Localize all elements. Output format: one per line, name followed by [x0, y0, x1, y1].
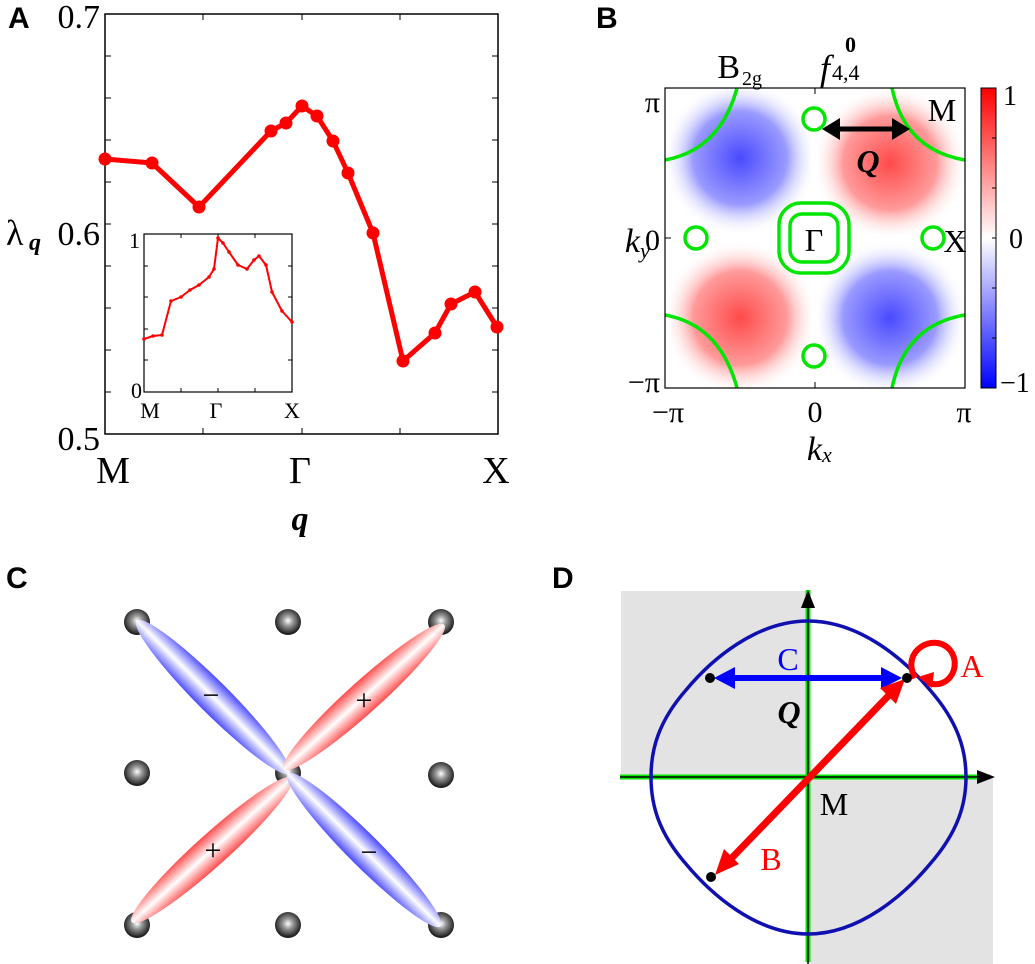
x-axis-label-sub: x [821, 442, 832, 467]
label-b: B [760, 841, 781, 877]
label-q: Q [777, 694, 800, 730]
main-series [98, 99, 504, 368]
x-tick-negpi: −π [652, 396, 684, 429]
d-orbital-lobes [131, 619, 445, 928]
inset-x-tick-m: M [140, 398, 160, 423]
arrow-a-loop [908, 639, 958, 688]
title-f-sup: 0 [845, 32, 856, 57]
inset-x-tick-x: X [284, 398, 300, 423]
y-axis-label-sub: q [29, 230, 41, 256]
y-tick-pi: π [645, 86, 660, 119]
arrow-c [714, 667, 902, 689]
title-f-sub: 4,4 [832, 60, 860, 85]
heatmap-field [665, 88, 965, 388]
panel-label-b: B [596, 2, 618, 35]
x-axis-label: q [292, 501, 309, 538]
x-tick-m: M [96, 450, 130, 492]
colorbar [980, 87, 997, 389]
panel-a-axes [104, 13, 499, 435]
label-m: M [928, 92, 956, 128]
arrow-b [715, 679, 905, 875]
x-tick-pi: π [956, 396, 971, 429]
fermi-surface-curve [649, 619, 968, 936]
colorbar-min: −1 [1000, 368, 1030, 399]
x-tick-zero: 0 [808, 396, 823, 429]
fermi-surface [665, 88, 965, 388]
inset-x-tick-gamma: Γ [210, 398, 223, 423]
y-tick-0.7: 0.7 [58, 0, 101, 36]
sign-minus-top-left: − [203, 679, 220, 712]
label-gamma: Γ [805, 222, 824, 258]
colorbar-mid: 0 [1009, 224, 1023, 255]
y-tick-zero: 0 [645, 224, 660, 257]
title-irrep-sub: 2g [742, 68, 762, 90]
shaded-quadrant-top-left [621, 591, 808, 777]
panel-label-d: D [552, 562, 574, 595]
y-axis-label-sub: y [638, 238, 650, 263]
inset-y-tick-0: 0 [131, 378, 142, 403]
fermi-points [705, 673, 912, 882]
label-m: M [820, 786, 848, 822]
panel-label-a: A [8, 2, 30, 35]
colorbar-max: 1 [1003, 81, 1017, 112]
x-tick-gamma: Γ [289, 450, 311, 492]
title-irrep: B [717, 49, 740, 86]
sign-minus-bottom-right: − [361, 836, 378, 869]
sign-plus-top-right: + [356, 684, 373, 717]
label-c: C [777, 641, 798, 677]
inset-chart [142, 233, 294, 393]
label-q: Q [856, 143, 879, 179]
sign-plus-bottom-left: + [205, 834, 222, 867]
panel-label-c: C [6, 562, 28, 595]
y-tick-negpi: −π [628, 366, 660, 399]
x-tick-x: X [482, 450, 509, 492]
y-tick-0.5: 0.5 [58, 421, 101, 458]
x-axis-label-k: k [807, 431, 823, 468]
inset-y-tick-1: 1 [129, 228, 140, 253]
q-arrow [822, 118, 910, 140]
y-axis-label: λ [6, 213, 24, 253]
y-tick-0.6: 0.6 [58, 216, 101, 253]
y-axis-label-k: k [625, 223, 641, 260]
label-a: A [960, 648, 983, 684]
label-x: X [943, 223, 966, 259]
